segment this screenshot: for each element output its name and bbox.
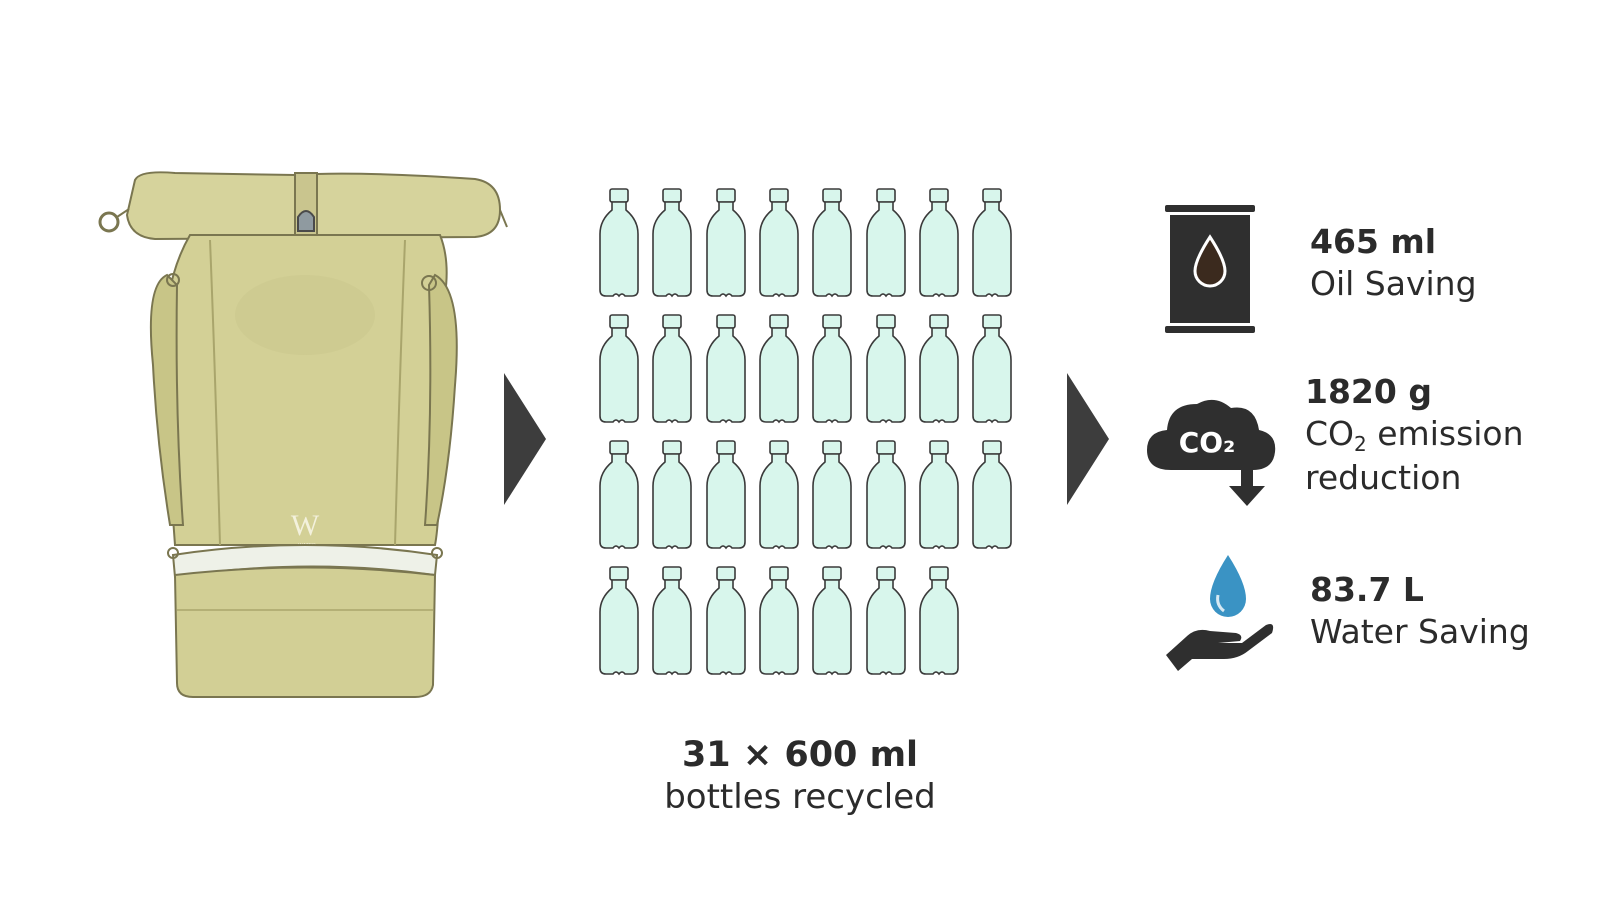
bottle-icon bbox=[759, 566, 799, 676]
water-hand-icon bbox=[1166, 555, 1274, 671]
bottle-icon bbox=[599, 188, 639, 298]
oil-barrel-icon bbox=[1165, 205, 1255, 333]
water-label: Water Saving bbox=[1310, 612, 1530, 651]
co2-cloud-icon: CO₂ bbox=[1147, 399, 1276, 506]
bottle-icon bbox=[759, 440, 799, 550]
water-value: 83.7 L bbox=[1310, 570, 1424, 609]
bottle-icon bbox=[759, 314, 799, 424]
bottle-icon bbox=[918, 566, 959, 676]
bottle-icon bbox=[705, 440, 746, 550]
bottle-icon bbox=[652, 566, 693, 676]
bottle-icon bbox=[865, 440, 906, 550]
bottle-icon bbox=[918, 314, 959, 424]
oil-label: Oil Saving bbox=[1310, 264, 1477, 303]
water-stat: 83.7 L Water Saving bbox=[1310, 570, 1530, 654]
bottle-icon bbox=[812, 188, 852, 298]
bottle-icon bbox=[652, 188, 693, 298]
bottle-icon bbox=[972, 440, 1012, 550]
bottle-icon bbox=[705, 566, 746, 676]
svg-text:CO₂: CO₂ bbox=[1179, 426, 1236, 459]
bottle-icon bbox=[918, 188, 959, 298]
co2-value: 1820 g bbox=[1305, 372, 1432, 411]
bottle-icon bbox=[599, 440, 639, 550]
oil-stat: 465 ml Oil Saving bbox=[1310, 222, 1477, 306]
bottle-icon bbox=[918, 440, 959, 550]
right-arrow-icon bbox=[1067, 373, 1109, 505]
bottle-icon bbox=[865, 188, 906, 298]
bottles-label: bottles recycled bbox=[664, 777, 936, 817]
bottle-icon bbox=[972, 188, 1012, 298]
bottle-grid bbox=[598, 188, 1018, 680]
bottle-icon bbox=[812, 566, 852, 676]
bottles-caption: 31 × 600 ml bottles recycled bbox=[610, 735, 990, 819]
co2-label: CO2 emission bbox=[1305, 414, 1524, 456]
bottle-icon bbox=[812, 440, 852, 550]
backpack-logo: W bbox=[291, 509, 320, 542]
bottle-icon bbox=[652, 314, 693, 424]
co2-label-line2: reduction bbox=[1305, 458, 1462, 497]
bottle-icon bbox=[812, 314, 852, 424]
bottle-icon bbox=[972, 314, 1012, 424]
right-arrow-icon bbox=[504, 373, 546, 505]
bottle-icon bbox=[599, 566, 639, 676]
bottle-icon bbox=[599, 314, 639, 424]
co2-stat: 1820 g CO2 emission reduction bbox=[1305, 372, 1524, 500]
oil-value: 465 ml bbox=[1310, 222, 1437, 261]
bottle-icon bbox=[652, 440, 693, 550]
bottle-icon bbox=[705, 314, 746, 424]
backpack-illustration: W WATER bbox=[98, 171, 508, 698]
bottles-amount: 31 × 600 ml bbox=[681, 735, 919, 775]
bottle-icon bbox=[865, 314, 906, 424]
bottle-icon bbox=[759, 188, 799, 298]
bottle-icon bbox=[705, 188, 746, 298]
bottle-icon bbox=[865, 566, 906, 676]
